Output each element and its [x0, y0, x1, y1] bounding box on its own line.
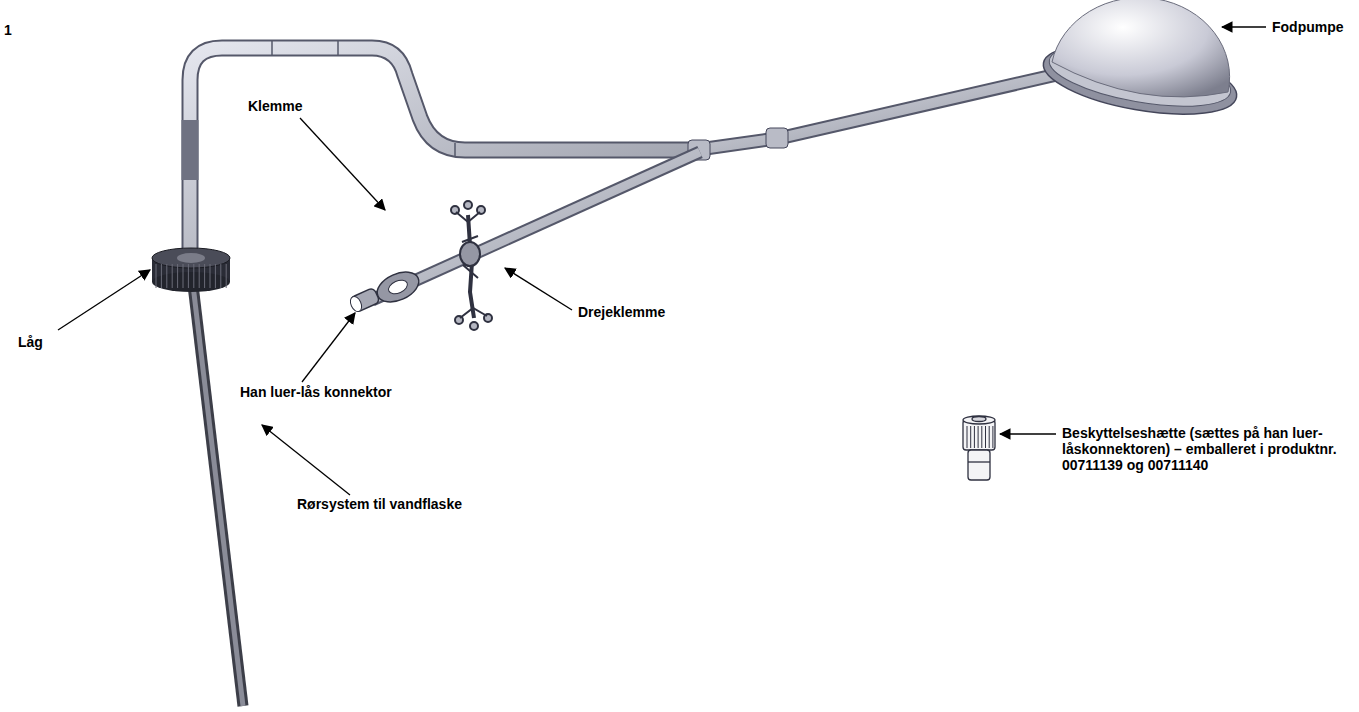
- branch-tube: [372, 152, 700, 300]
- luer-connector: [348, 287, 380, 313]
- part-name: Fodpumpe: [1272, 19, 1344, 35]
- figure-number: 1: [4, 22, 12, 38]
- part-name: Låg: [18, 334, 43, 350]
- part-name: Han luer-lås konnektor: [240, 384, 392, 400]
- clamp: [373, 266, 424, 308]
- leader-arrows: [58, 27, 1266, 495]
- twist-clamp: [451, 201, 492, 330]
- part-name: Rørsystem til vandflaske: [297, 496, 462, 512]
- pump-tube: [688, 66, 1078, 160]
- lid: [152, 248, 230, 292]
- protective-cap: [963, 416, 995, 480]
- part-note: Beskyttelseshætte (sættes på han luer-lå…: [1062, 425, 1354, 473]
- part-name: Drejeklemme: [578, 304, 665, 320]
- part-name: Klemme: [248, 98, 302, 114]
- bottle-tube: [193, 285, 243, 706]
- upper-tube: [190, 41, 695, 258]
- foot-pump: [1038, 0, 1241, 127]
